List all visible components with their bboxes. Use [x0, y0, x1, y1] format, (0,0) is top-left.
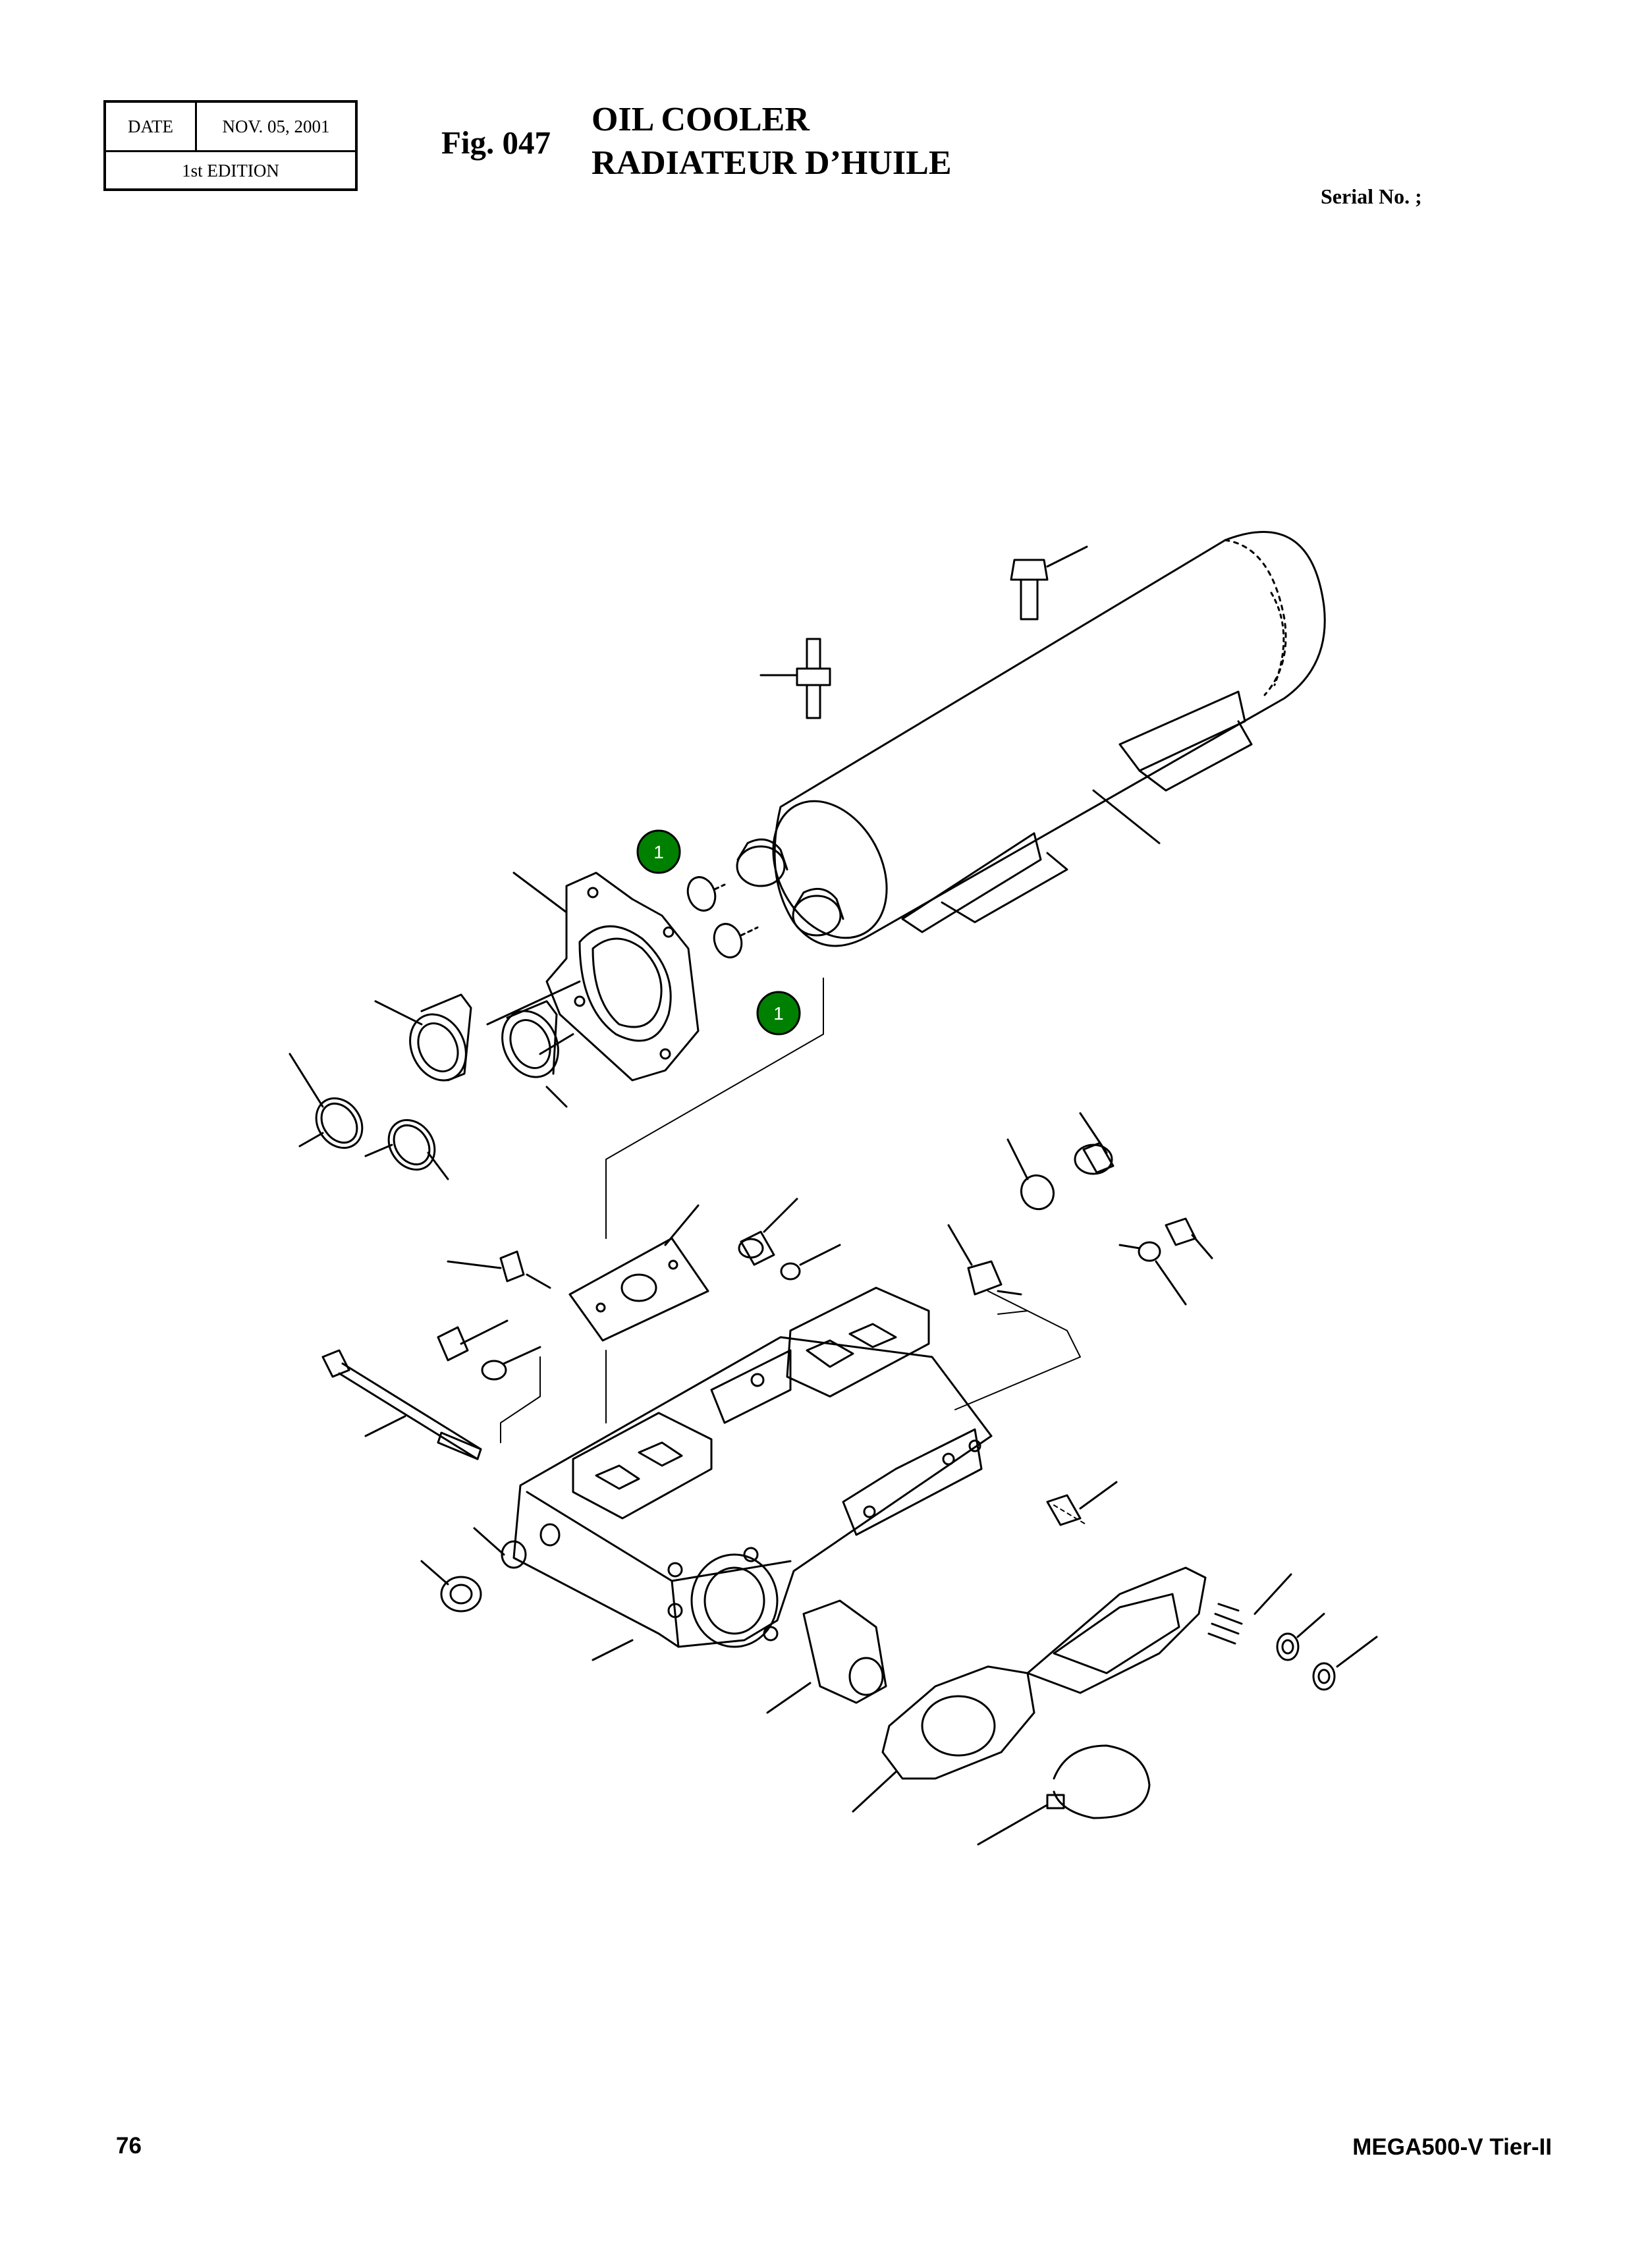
snap-rings [289, 1053, 449, 1180]
serial-number: Serial No. ; [1321, 184, 1422, 208]
figure-number: Fig. 047 [441, 124, 551, 161]
o-rings [686, 876, 759, 958]
title-english: OIL COOLER [592, 101, 810, 138]
edition-label: 1st EDITION [182, 160, 279, 180]
callout-label: 1 [653, 842, 664, 862]
spring-and-washers [1053, 1505, 1378, 1691]
circlip [977, 1744, 1151, 1846]
upper-right-plugs [947, 1112, 1213, 1306]
stud-bolt [759, 638, 831, 719]
guide-lines [500, 978, 1081, 1443]
housing-left-plugs [420, 1527, 527, 1613]
date-value: NOV. 05, 2001 [222, 116, 330, 136]
callout-1-lower[interactable]: 1 [756, 991, 801, 1035]
page-number: 76 [116, 2133, 142, 2159]
valve-housing [512, 1286, 993, 1661]
plugs-and-orings [437, 1198, 841, 1381]
date-row: DATE NOV. 05, 2001 [106, 103, 355, 152]
callout-1-upper[interactable]: 1 [636, 829, 681, 874]
callout-label: 1 [773, 1003, 784, 1024]
flange-plate [486, 871, 700, 1082]
long-through-bolt [321, 1349, 482, 1460]
date-box: DATE NOV. 05, 2001 1st EDITION [103, 100, 358, 191]
adapter-fittings [374, 993, 568, 1108]
leader-line [1092, 789, 1161, 844]
mounting-bolt [1010, 545, 1088, 621]
model-name: MEGA500-V Tier-II [1352, 2134, 1552, 2160]
title-french: RADIATEUR D’HUILE [592, 144, 952, 182]
side-nut [1046, 1481, 1118, 1526]
oil-cooler-body [736, 531, 1326, 947]
date-label: DATE [106, 103, 197, 150]
thermostat-valve [766, 1599, 887, 1714]
lower-gaskets [852, 1566, 1207, 1813]
gasket-plate [568, 1204, 709, 1342]
